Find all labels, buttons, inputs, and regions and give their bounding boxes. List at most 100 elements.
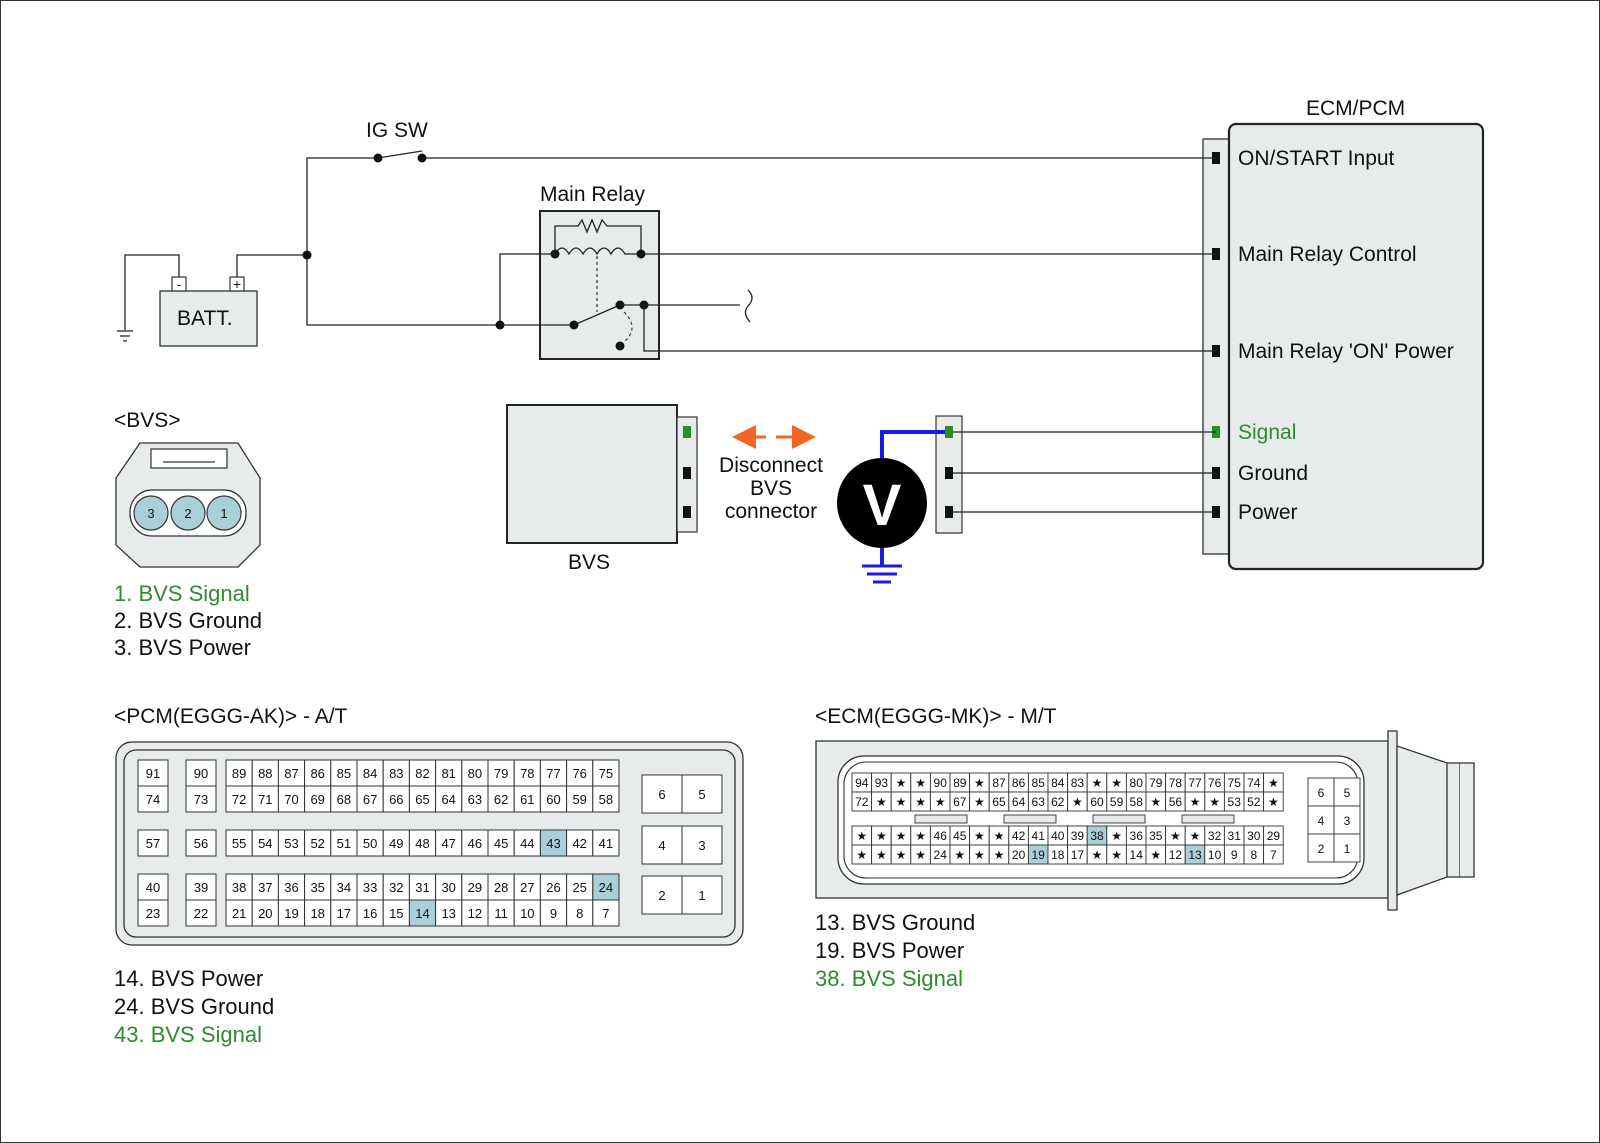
pcm-pin-cell — [137, 829, 169, 857]
pcm-pin-number: 50 — [363, 836, 377, 851]
ecm-pin-number: 84 — [1051, 776, 1065, 790]
pcm-pin-number: 22 — [194, 906, 208, 921]
battery-label: BATT. — [177, 307, 233, 330]
disconnect-line-2: BVS — [750, 477, 792, 500]
pcm-pin-number: 68 — [337, 792, 351, 807]
pcm-pin-cell — [461, 899, 489, 927]
ecm-pin-number: 93 — [875, 776, 889, 790]
ecm-pin-number: 52 — [1247, 795, 1261, 809]
bvs-connector-title: <BVS> — [114, 409, 181, 432]
pcm-side-pin-number: 5 — [698, 787, 705, 802]
pcm-pin-number: 46 — [468, 836, 482, 851]
ecm-pin-number: 62 — [1051, 795, 1065, 809]
pcm-pin-number: 65 — [415, 792, 429, 807]
ecm-pin-label: Signal — [1238, 421, 1296, 444]
pcm-pin-cell — [304, 873, 332, 901]
ecm-pin-number: ★ — [896, 848, 907, 862]
pcm-pin-number: 20 — [258, 906, 272, 921]
pcm-pin-cell — [356, 829, 384, 857]
pcm-pin-number: 26 — [546, 880, 560, 895]
ecm-legend-item: 13. BVS Ground — [815, 910, 975, 935]
pcm-pin-cell — [225, 759, 253, 787]
ecm-pin-number: ★ — [876, 848, 887, 862]
pcm-pin-cell — [382, 873, 410, 901]
junction-dot — [302, 250, 312, 260]
pcm-pin-number: 36 — [284, 880, 298, 895]
pcm-pin-number: 8 — [576, 906, 583, 921]
pcm-side-pin — [681, 875, 723, 915]
ecm-title: ECM/PCM — [1306, 97, 1405, 120]
ecm-pin-number: ★ — [1111, 848, 1122, 862]
ecm-pin-number: 74 — [1247, 776, 1261, 790]
bvs-pin-number: 3 — [147, 506, 154, 521]
pcm-pin-cell — [304, 899, 332, 927]
bvs-legend-item: 2. BVS Ground — [114, 608, 262, 633]
ecm-pin-number: ★ — [915, 795, 926, 809]
pcm-pin-cell — [137, 873, 169, 901]
bvs-legend-item: 3. BVS Power — [114, 635, 251, 660]
pcm-pin-number: 90 — [194, 766, 208, 781]
ecm-pin-number: ★ — [974, 848, 985, 862]
pcm-pin-number: 81 — [441, 766, 455, 781]
disconnect-line-1: Disconnect — [719, 454, 823, 477]
ecm-pin-label: Ground — [1238, 462, 1308, 485]
pcm-pin-cell — [277, 899, 306, 927]
pcm-pin-number: 40 — [146, 880, 160, 895]
pcm-pin-cell — [185, 899, 217, 927]
ecm-pin-number: 75 — [1228, 776, 1242, 790]
battery-minus: - — [177, 276, 182, 292]
ecm-pin-number: 80 — [1130, 776, 1144, 790]
pcm-pin-cell — [225, 829, 253, 857]
disconnect-line-3: connector — [725, 500, 817, 523]
ecm-pin-number: ★ — [1190, 795, 1201, 809]
pcm-pin-number: 19 — [284, 906, 298, 921]
pcm-side-pin-number: 6 — [658, 787, 665, 802]
ecm-pin-number: ★ — [915, 848, 926, 862]
pcm-pin-cell — [137, 759, 169, 787]
pcm-pin-number: 29 — [468, 880, 482, 895]
ecm-legend-item: 19. BVS Power — [815, 938, 964, 963]
ecm-pin-number: ★ — [856, 848, 867, 862]
pcm-pin-number: 31 — [415, 880, 429, 895]
pcm-pin-cell — [592, 829, 620, 857]
ecm-pin-number: 42 — [1012, 829, 1026, 843]
pcm-pin-cell — [513, 829, 541, 857]
pcm-pin-cell — [251, 829, 279, 857]
bvs-connector-latch — [150, 448, 228, 469]
ecm-pin-number: ★ — [896, 795, 907, 809]
ecm-side-pin-number: 2 — [1318, 842, 1325, 856]
ecm-pin-number: ★ — [1150, 848, 1161, 862]
bvs-pin — [170, 495, 206, 531]
pcm-pin-number: 78 — [520, 766, 534, 781]
pcm-pin-cell — [277, 785, 306, 813]
ecm-pin-number: 38 — [1090, 829, 1104, 843]
bvs-pin — [133, 495, 169, 531]
ecm-pin-number: ★ — [1170, 829, 1181, 843]
ecm-pin-number: 67 — [953, 795, 967, 809]
pcm-pin-number: 17 — [337, 906, 351, 921]
pcm-pin-cell — [277, 829, 306, 857]
pcm-pin-cell — [435, 785, 463, 813]
ecm-pin-number: 83 — [1071, 776, 1085, 790]
pcm-legend-item: 43. BVS Signal — [114, 1022, 262, 1047]
pcm-pin-number: 39 — [194, 880, 208, 895]
harness-pin-ground — [945, 467, 953, 479]
ecm-pin-number: 90 — [934, 776, 948, 790]
relay-switch-pivot — [569, 320, 579, 330]
pcm-pin-number: 51 — [337, 836, 351, 851]
ecm-key-slot — [914, 814, 968, 824]
pcm-pin-cell — [330, 785, 358, 813]
ecm-connector-strip — [1202, 138, 1230, 555]
pcm-pin-number: 33 — [363, 880, 377, 895]
bvs-unit — [506, 404, 678, 544]
pcm-pin-cell — [382, 759, 410, 787]
ecm-pin-number: ★ — [954, 848, 965, 862]
pcm-pin-number: 37 — [258, 880, 272, 895]
ecm-pin-number: 65 — [992, 795, 1006, 809]
pcm-connector-inner — [123, 749, 736, 938]
pcm-pin-number: 54 — [258, 836, 272, 851]
ecm-connector-flange — [1387, 730, 1398, 911]
ecm-pin-label: Main Relay 'ON' Power — [1238, 340, 1454, 363]
